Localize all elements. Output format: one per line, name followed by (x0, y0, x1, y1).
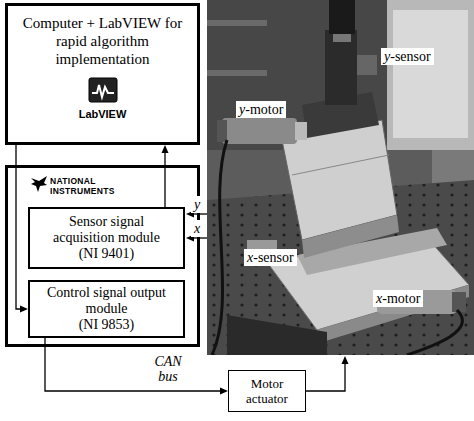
signal-name: x (191, 220, 203, 237)
part-number: (NI 9853) (79, 317, 135, 333)
x-stage (317, 285, 469, 343)
spindle-column (357, 55, 377, 75)
part-label: x-motor (373, 290, 423, 307)
y-stage (292, 155, 389, 175)
part-number: (NI 9401) (79, 246, 135, 262)
labview-logo (89, 78, 117, 102)
cables (227, 315, 327, 355)
labview-logo (88, 77, 118, 103)
spindle-column (333, 34, 351, 42)
spindle-column (325, 0, 377, 105)
lab-background (207, 0, 474, 355)
part-label: y-motor (236, 101, 286, 118)
y-stage (282, 92, 399, 258)
hardware-box: NATIONAL INSTRUMENTS Sensor signal acquis… (5, 165, 200, 347)
computer-box: Computer + LabVIEW for rapid algorithm i… (5, 3, 200, 145)
box-label: Motor actuator (237, 376, 297, 406)
logo-caption: LabVIEW (8, 108, 197, 121)
lab-background (207, 70, 267, 76)
connector (16, 145, 28, 313)
cables (212, 140, 462, 355)
x-stage (267, 228, 469, 343)
y-motor-body (295, 122, 307, 140)
lab-background (207, 20, 267, 26)
labview-logo (92, 85, 114, 97)
box-title: Computer + LabVIEW for rapid algorithm i… (8, 14, 197, 68)
logo-caption: NATIONAL INSTRUMENTS (50, 176, 132, 196)
xy-stage-photo (207, 0, 474, 355)
x-signal-arrow (193, 237, 207, 238)
actuator-to-stage-arrow (306, 356, 349, 391)
lab-background (387, 0, 474, 150)
module-box: Sensor signal acquisition module(NI 9401… (28, 207, 185, 269)
actuator-to-stage-arrow (342, 356, 349, 364)
signal-name: y (191, 196, 203, 213)
spindle-column (329, 0, 355, 34)
lab-background (207, 0, 474, 355)
y-motor-body (217, 118, 307, 144)
lab-background (207, 0, 474, 150)
actuator-box: Motor actuator (228, 370, 306, 412)
y-motor-body (217, 120, 227, 142)
arrow-head (220, 388, 228, 395)
y-stage (302, 215, 399, 258)
connector-line (164, 152, 165, 207)
ni-eagle-logo (31, 176, 47, 192)
edge-label: CAN bus (146, 354, 190, 384)
cables (407, 310, 462, 355)
part-label: x-sensor (244, 249, 297, 266)
part-label: y-sensor (381, 48, 434, 65)
module-box: Control signal output module(NI 9853) (28, 280, 185, 338)
arrow-head (20, 306, 28, 313)
lab-background (393, 10, 468, 138)
x-motor-body (452, 292, 466, 312)
actuator-to-stage-arrow (306, 364, 345, 391)
y-motor-body (222, 118, 297, 144)
connector-line (16, 145, 21, 309)
spindle-column (325, 30, 357, 105)
arrow-head (162, 145, 169, 153)
cables (212, 140, 227, 355)
y-signal-arrow (193, 213, 207, 214)
module-name: Sensor signal acquisition module (41, 214, 173, 246)
connector (162, 145, 169, 207)
ni-eagle-logo (30, 175, 48, 193)
module-name: Control signal output module (41, 285, 173, 317)
